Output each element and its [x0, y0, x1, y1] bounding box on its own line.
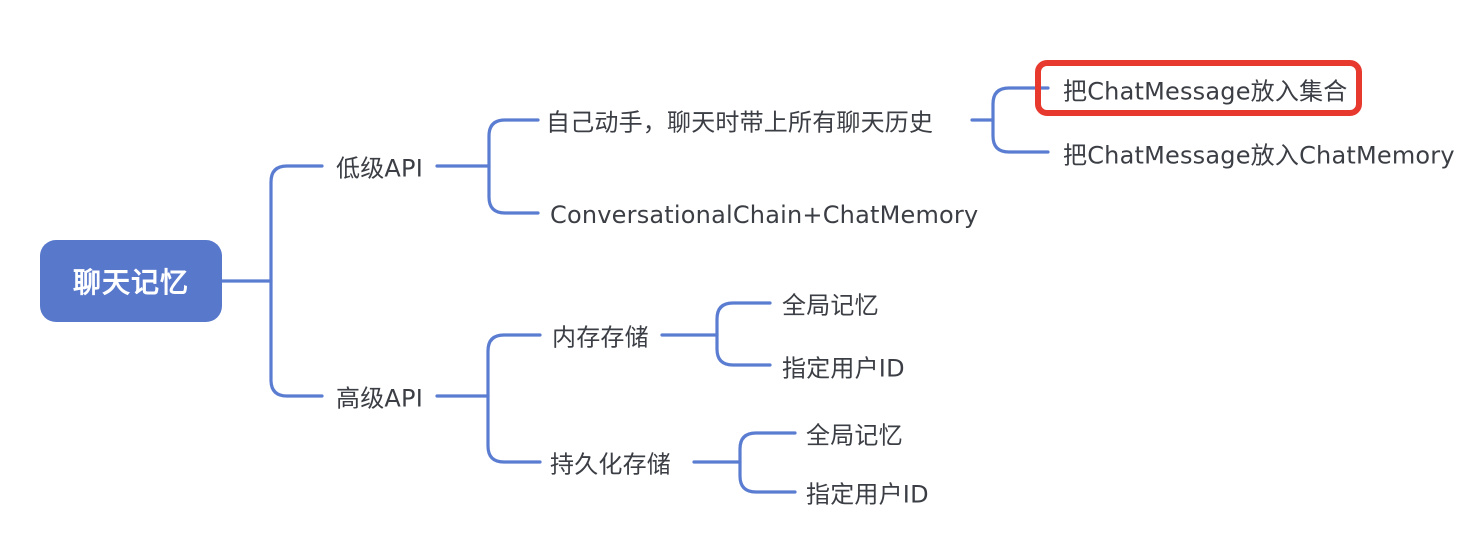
connector-trunk-level1	[269, 164, 324, 398]
node-persist-specify-user-id[interactable]: 指定用户ID	[806, 480, 929, 509]
node-high-level-api[interactable]: 高级API	[336, 384, 423, 413]
node-memory-storage[interactable]: 内存存储	[552, 323, 649, 352]
node-conversational-chain-chatmemory[interactable]: ConversationalChain+ChatMemory	[550, 201, 979, 229]
node-persist-global-memory[interactable]: 全局记忆	[806, 421, 903, 450]
node-put-chatmessage-into-chatmemory[interactable]: 把ChatMessage放入ChatMemory	[1063, 141, 1455, 170]
connector-trunk-lowapi	[487, 118, 540, 215]
node-persistent-storage[interactable]: 持久化存储	[550, 450, 671, 479]
node-diy-chat-history[interactable]: 自己动手，聊天时带上所有聊天历史	[546, 108, 934, 137]
node-put-chatmessage-into-collection[interactable]: 把ChatMessage放入集合	[1063, 77, 1348, 106]
node-memory-specify-user-id[interactable]: 指定用户ID	[782, 354, 905, 383]
node-low-level-api[interactable]: 低级API	[336, 154, 423, 183]
connector-trunk-highapi	[486, 333, 542, 464]
root-node-chat-memory[interactable]: 聊天记忆	[40, 240, 222, 322]
connector-trunk-memstore	[715, 301, 772, 367]
connector-trunk-persist	[738, 431, 797, 494]
connector-trunk-diy	[991, 86, 1050, 154]
node-memory-global-memory[interactable]: 全局记忆	[782, 291, 879, 320]
